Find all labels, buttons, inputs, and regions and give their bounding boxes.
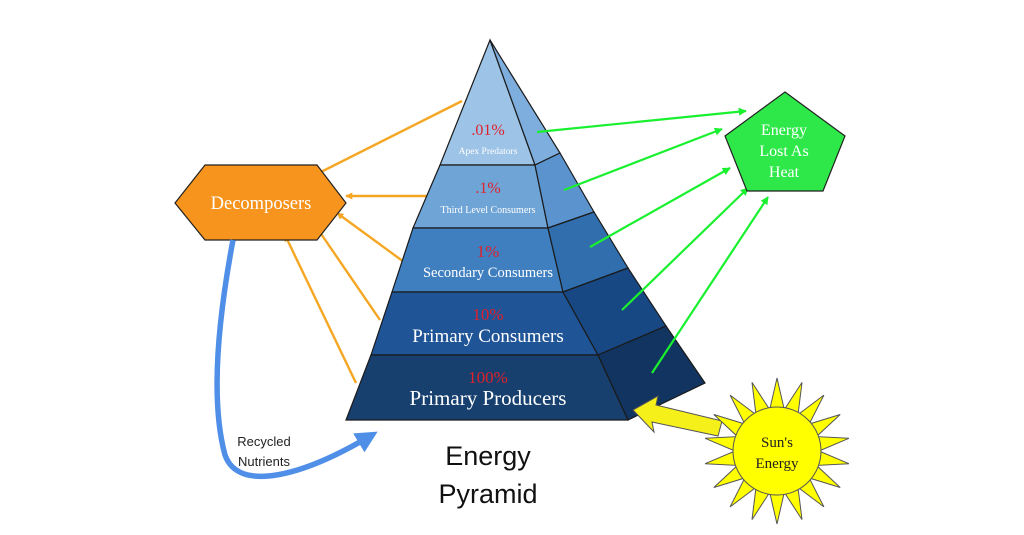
recycle-arrow-group: Recycled Nutrients xyxy=(214,239,378,479)
apex-percent: .01% xyxy=(471,122,504,139)
arrow-secondary-to-heat xyxy=(589,167,731,248)
arrow-primary-consumers-to-heat xyxy=(621,187,749,311)
sun-label-line1: Sun's xyxy=(761,435,793,451)
primary-consumers-label: Primary Consumers xyxy=(412,326,563,347)
arrow-producers-to-decomposers xyxy=(283,234,358,384)
sun-energy-arrow xyxy=(632,395,723,437)
secondary-percent: 1% xyxy=(477,242,500,261)
orange-arrows xyxy=(283,99,463,384)
arrow-third-to-heat xyxy=(563,127,723,192)
sun-label-line2: Energy xyxy=(755,456,799,472)
sun-icon: Sun's Energy xyxy=(704,377,850,525)
pyramid xyxy=(345,38,706,421)
heat-label-line2: Lost As xyxy=(759,143,808,160)
recycle-label-line2: Nutrients xyxy=(238,454,291,469)
recycle-label-line1: Recycled xyxy=(237,434,290,449)
heat-pentagon xyxy=(724,91,846,192)
arrow-apex-to-decomposers xyxy=(300,99,463,184)
third-label: Third Level Consumers xyxy=(441,205,536,216)
green-arrows xyxy=(536,107,769,374)
title-line2: Pyramid xyxy=(438,479,537,509)
sun-disc xyxy=(732,406,822,496)
apex-label: Apex Predators xyxy=(459,147,518,157)
title-line1: Energy xyxy=(445,441,531,471)
level-producers-side xyxy=(597,325,706,421)
producers-label: Primary Producers xyxy=(410,386,567,410)
decomposers-hexagon xyxy=(174,164,347,241)
arrow-primary-consumers-to-decomposers xyxy=(314,224,381,321)
decomposers-label: Decomposers xyxy=(211,194,312,214)
arrow-producers-to-heat xyxy=(651,196,769,374)
secondary-label: Secondary Consumers xyxy=(423,265,553,281)
arrow-secondary-to-decomposers xyxy=(336,212,405,263)
producers-percent: 100% xyxy=(468,368,508,387)
decomposers-node: Decomposers xyxy=(174,164,347,241)
pyramid-labels: .01% Apex Predators .1% Third Level Cons… xyxy=(410,122,567,410)
diagram-title: Energy Pyramid xyxy=(438,441,537,509)
heat-label-line1: Energy xyxy=(761,122,807,139)
recycle-arrow xyxy=(214,239,378,479)
arrow-apex-to-heat xyxy=(536,107,747,134)
primary-consumers-percent: 10% xyxy=(472,305,503,324)
heat-node: Energy Lost As Heat xyxy=(724,91,846,192)
third-percent: .1% xyxy=(475,180,500,197)
heat-label-line3: Heat xyxy=(769,164,800,181)
